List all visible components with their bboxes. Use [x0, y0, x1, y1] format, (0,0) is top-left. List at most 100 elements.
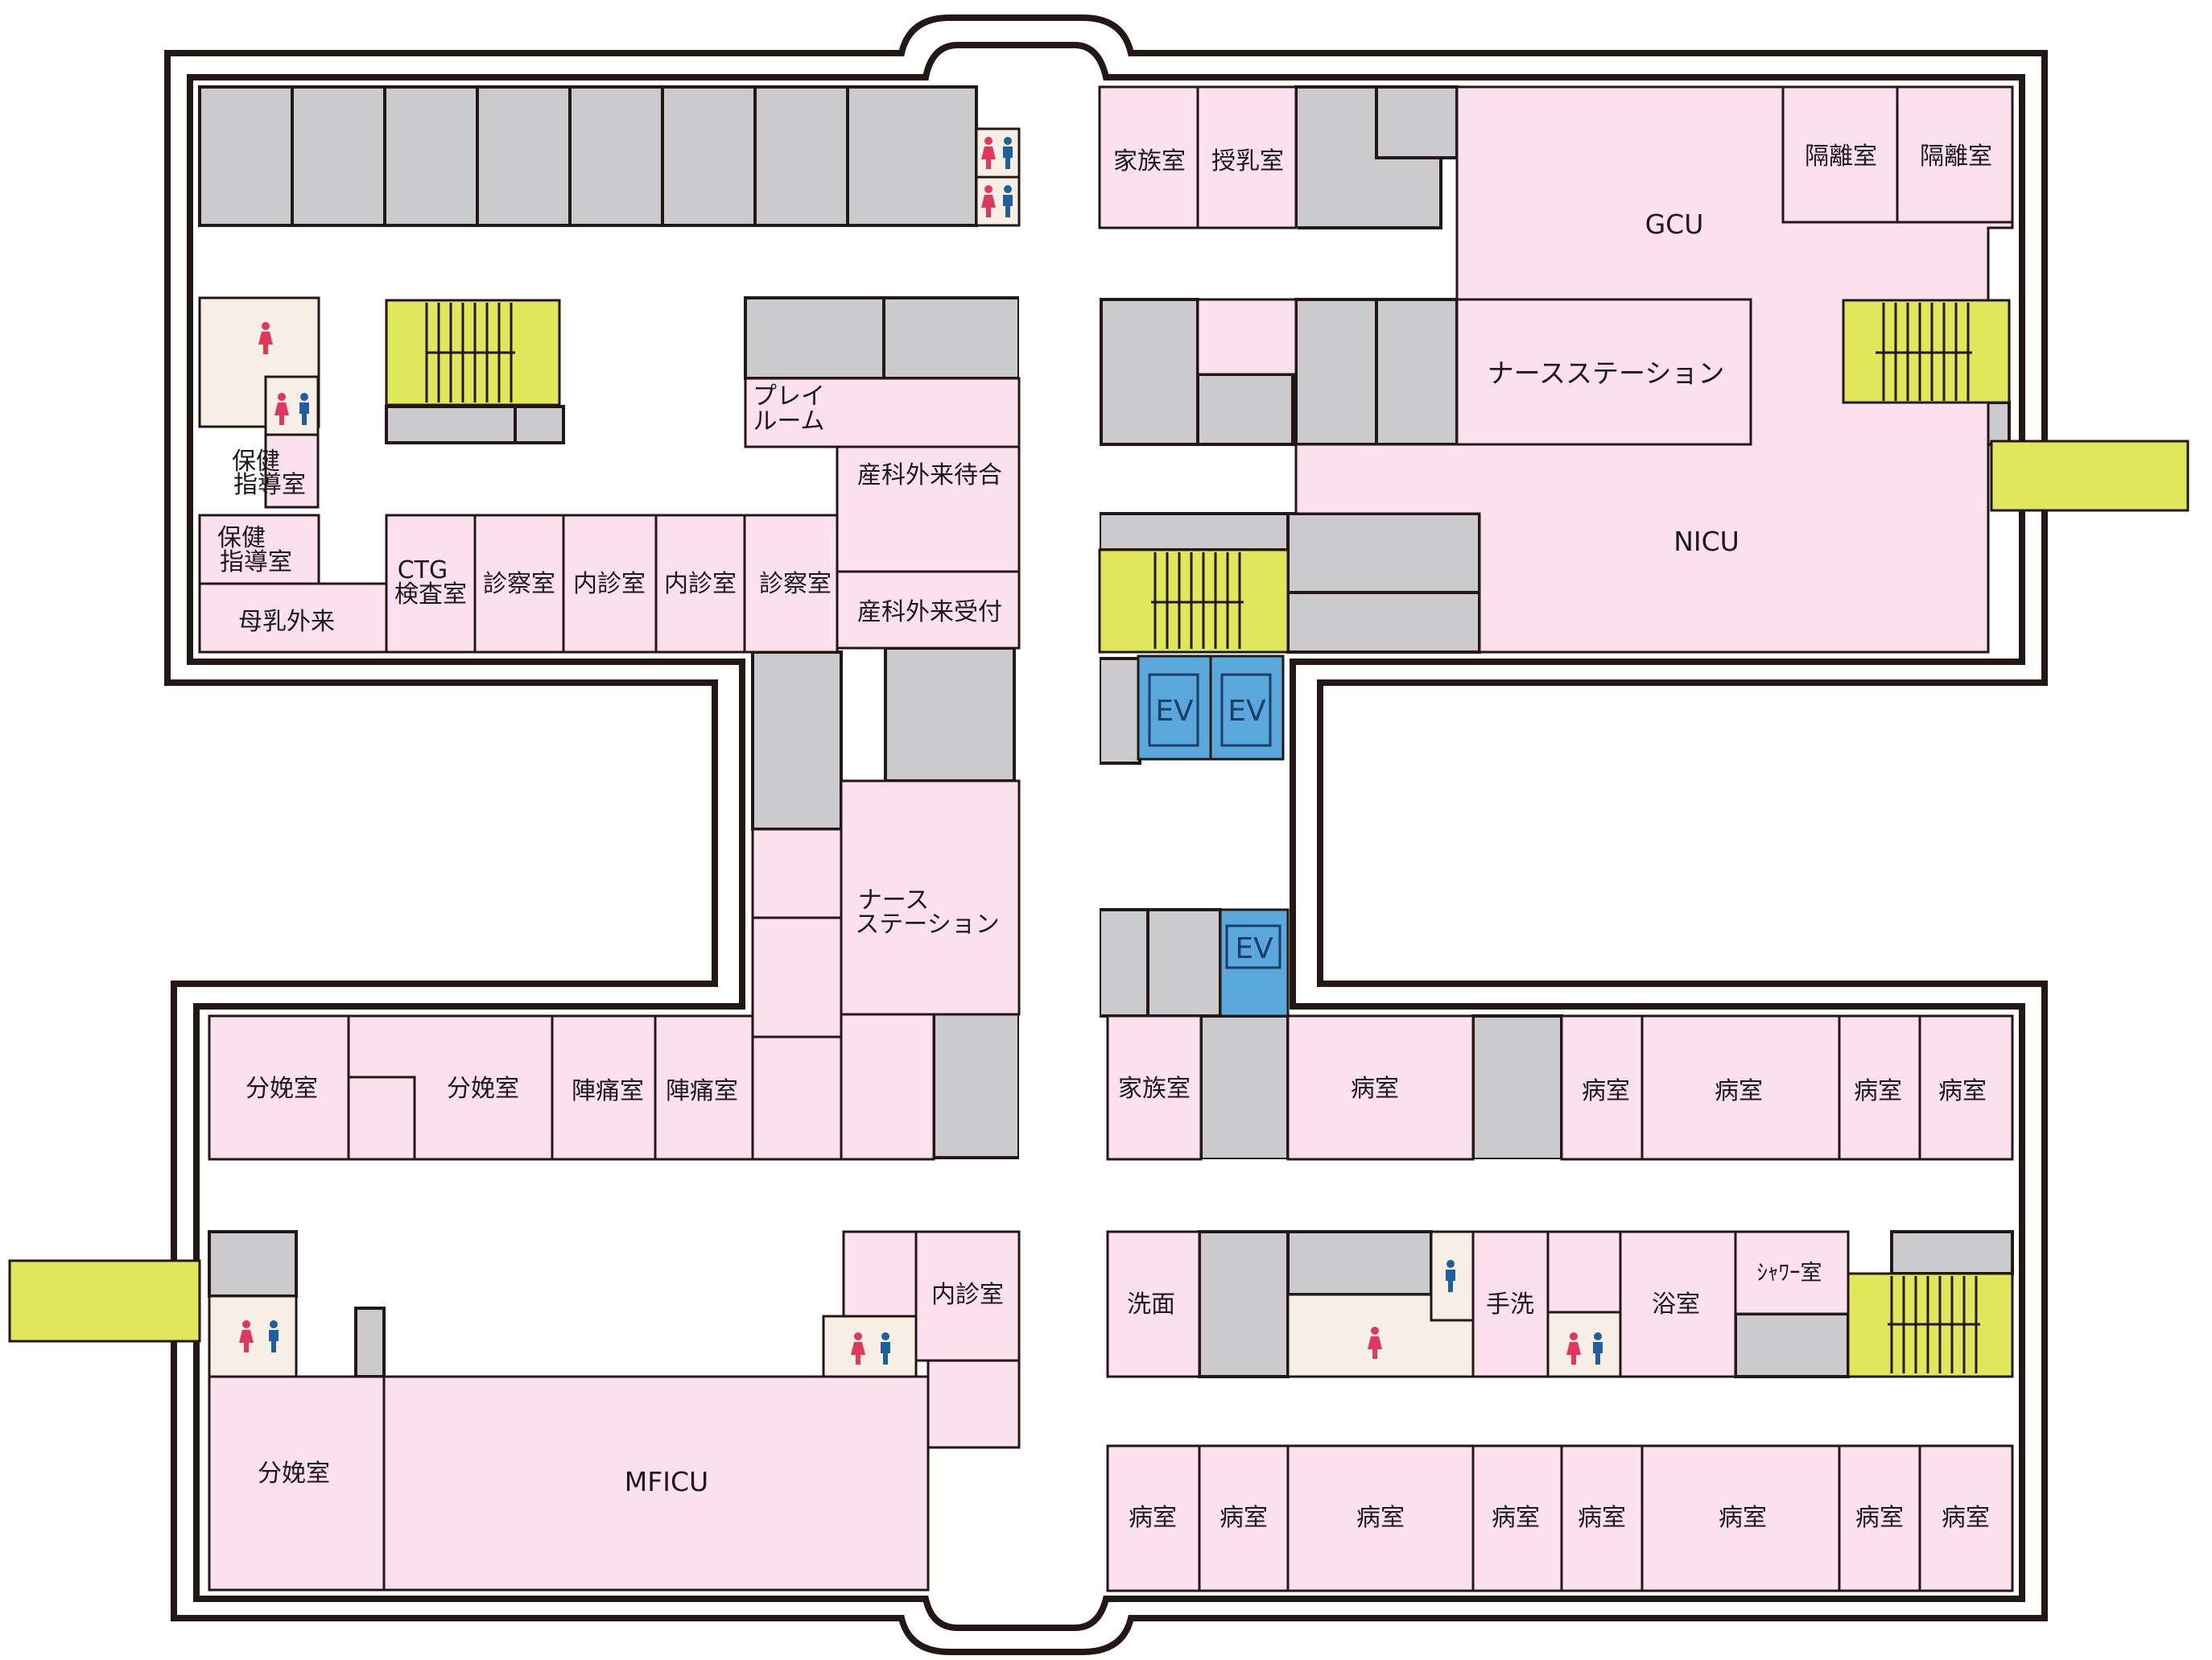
label-labor-1: 陣痛室 — [572, 1077, 644, 1105]
service-block — [1471, 1014, 1563, 1161]
label-ward-13: 病室 — [1942, 1504, 1990, 1532]
room-ward-6 — [1106, 1444, 1201, 1592]
service-block — [354, 1307, 386, 1378]
service-block — [198, 85, 294, 227]
label-ctg: 検査室 — [394, 580, 467, 609]
elevator-3 — [1219, 908, 1290, 1018]
room-mficu — [382, 1375, 930, 1592]
room-ob-reception — [836, 570, 1021, 650]
label-playroom: ルーム — [753, 407, 824, 436]
label-ward-2: 病室 — [1582, 1077, 1630, 1105]
restroom-north-top — [975, 127, 1021, 179]
room-internal-exam-1 — [562, 514, 658, 654]
label-isolation-1: 隔離室 — [1805, 142, 1877, 171]
room-ward-1 — [1286, 1014, 1475, 1161]
corridor-main-vertical — [1019, 81, 1100, 1602]
label-ward-8: 病室 — [1356, 1504, 1405, 1532]
label-internal-exam-2: 内診室 — [664, 570, 737, 598]
service-block — [1375, 85, 1459, 159]
label-bathroom: 浴室 — [1652, 1290, 1700, 1319]
elevator-3-door — [1225, 924, 1281, 969]
service-block — [514, 405, 565, 444]
service-block — [383, 85, 479, 227]
service-block — [568, 85, 664, 227]
service-block — [1146, 908, 1222, 1018]
room-delivery-3 — [208, 1375, 386, 1592]
label-ward-5: 病室 — [1938, 1077, 1987, 1105]
restrooms — [198, 127, 1622, 1378]
service-block — [753, 85, 849, 227]
room-ward-2 — [1560, 1014, 1644, 1161]
label-exam-1: 診察室 — [483, 570, 555, 598]
service-block — [1286, 591, 1481, 654]
label-family-north: 家族室 — [1113, 147, 1186, 175]
label-mficu: MFICU — [625, 1466, 708, 1497]
label-ward-9: 病室 — [1492, 1504, 1540, 1532]
stairs-exit-east — [1990, 440, 2189, 512]
stairs-se — [1847, 1272, 2014, 1378]
service-block — [1100, 298, 1199, 446]
label-exam-2: 診察室 — [759, 570, 832, 598]
restroom-north-bottom — [975, 175, 1021, 227]
service-block — [1890, 1230, 2014, 1275]
label-elevator-3: EV — [1235, 932, 1273, 965]
service-block — [1098, 512, 1290, 551]
service-block — [661, 85, 757, 227]
rooms — [198, 85, 2014, 1592]
service-block — [744, 296, 885, 380]
service-block — [1198, 1230, 1290, 1378]
restroom-se-multi — [1546, 1311, 1622, 1378]
room-family-north — [1098, 85, 1199, 229]
room-labor-2 — [654, 1014, 754, 1161]
label-ward-6: 病室 — [1129, 1504, 1177, 1532]
service-block — [1098, 657, 1141, 765]
service-block — [1196, 373, 1294, 446]
room-ward-11 — [1640, 1444, 1841, 1592]
label-ob-waiting: 産科外来待合 — [857, 461, 1002, 489]
room-bath-pre — [1546, 1230, 1622, 1314]
room-washroom — [1106, 1230, 1201, 1378]
label-health-guidance-2: 保健 — [217, 524, 266, 552]
label-ctg: CTG — [398, 556, 448, 584]
room-west-column — [751, 916, 843, 1039]
room-isolation-2 — [1896, 85, 2014, 224]
label-handwash: 手洗 — [1486, 1290, 1534, 1319]
restroom-nw-multi — [264, 375, 320, 436]
room-health-guidance-2 — [198, 514, 320, 585]
label-ward-3: 病室 — [1715, 1077, 1763, 1105]
room-ward-10 — [1560, 1444, 1644, 1592]
label-elevator-1: EV — [1155, 695, 1194, 728]
room-internal-exam-2 — [654, 514, 746, 654]
room-internal-exam-3 — [914, 1230, 1021, 1362]
service-block — [208, 1230, 298, 1298]
service-block — [1734, 1312, 1850, 1378]
room-nurse-station-east — [1455, 298, 1752, 446]
label-breastfeeding-clinic: 母乳外来 — [238, 608, 335, 636]
room-delivery-1 — [208, 1014, 350, 1161]
room-bathroom — [1619, 1230, 1737, 1378]
room-shower — [1734, 1230, 1850, 1315]
room-isolation-1 — [1781, 85, 1899, 224]
label-playroom: プレイ — [753, 382, 825, 411]
room-ward-3 — [1640, 1014, 1841, 1161]
stairs-exit-west — [8, 1259, 201, 1343]
room-nurse-station-west — [840, 779, 1021, 1016]
restroom-mid-south — [822, 1315, 918, 1378]
service-block — [1199, 1014, 1290, 1161]
label-ward-12: 病室 — [1855, 1504, 1904, 1532]
label-nursing: 授乳室 — [1211, 147, 1284, 175]
label-ward-4: 病室 — [1854, 1077, 1902, 1105]
room-small-2 — [926, 1359, 1021, 1449]
stairs — [8, 299, 2189, 1378]
label-washroom: 洗面 — [1127, 1290, 1175, 1319]
label-delivery-3: 分娩室 — [258, 1460, 330, 1488]
service-block — [932, 1011, 1021, 1159]
room-ward-5 — [1918, 1014, 2014, 1161]
room-labor-1 — [551, 1014, 657, 1161]
label-delivery-2: 分娩室 — [447, 1075, 519, 1103]
corridor-north — [227, 228, 1298, 296]
label-health-guidance-2: 指導室 — [220, 548, 292, 576]
room-labels: プレイ ルーム 産科外来待合 産科外来受付 保健 指導室 保健 指導室 母乳外来… — [217, 142, 1992, 1532]
room-west-column — [751, 1035, 843, 1161]
